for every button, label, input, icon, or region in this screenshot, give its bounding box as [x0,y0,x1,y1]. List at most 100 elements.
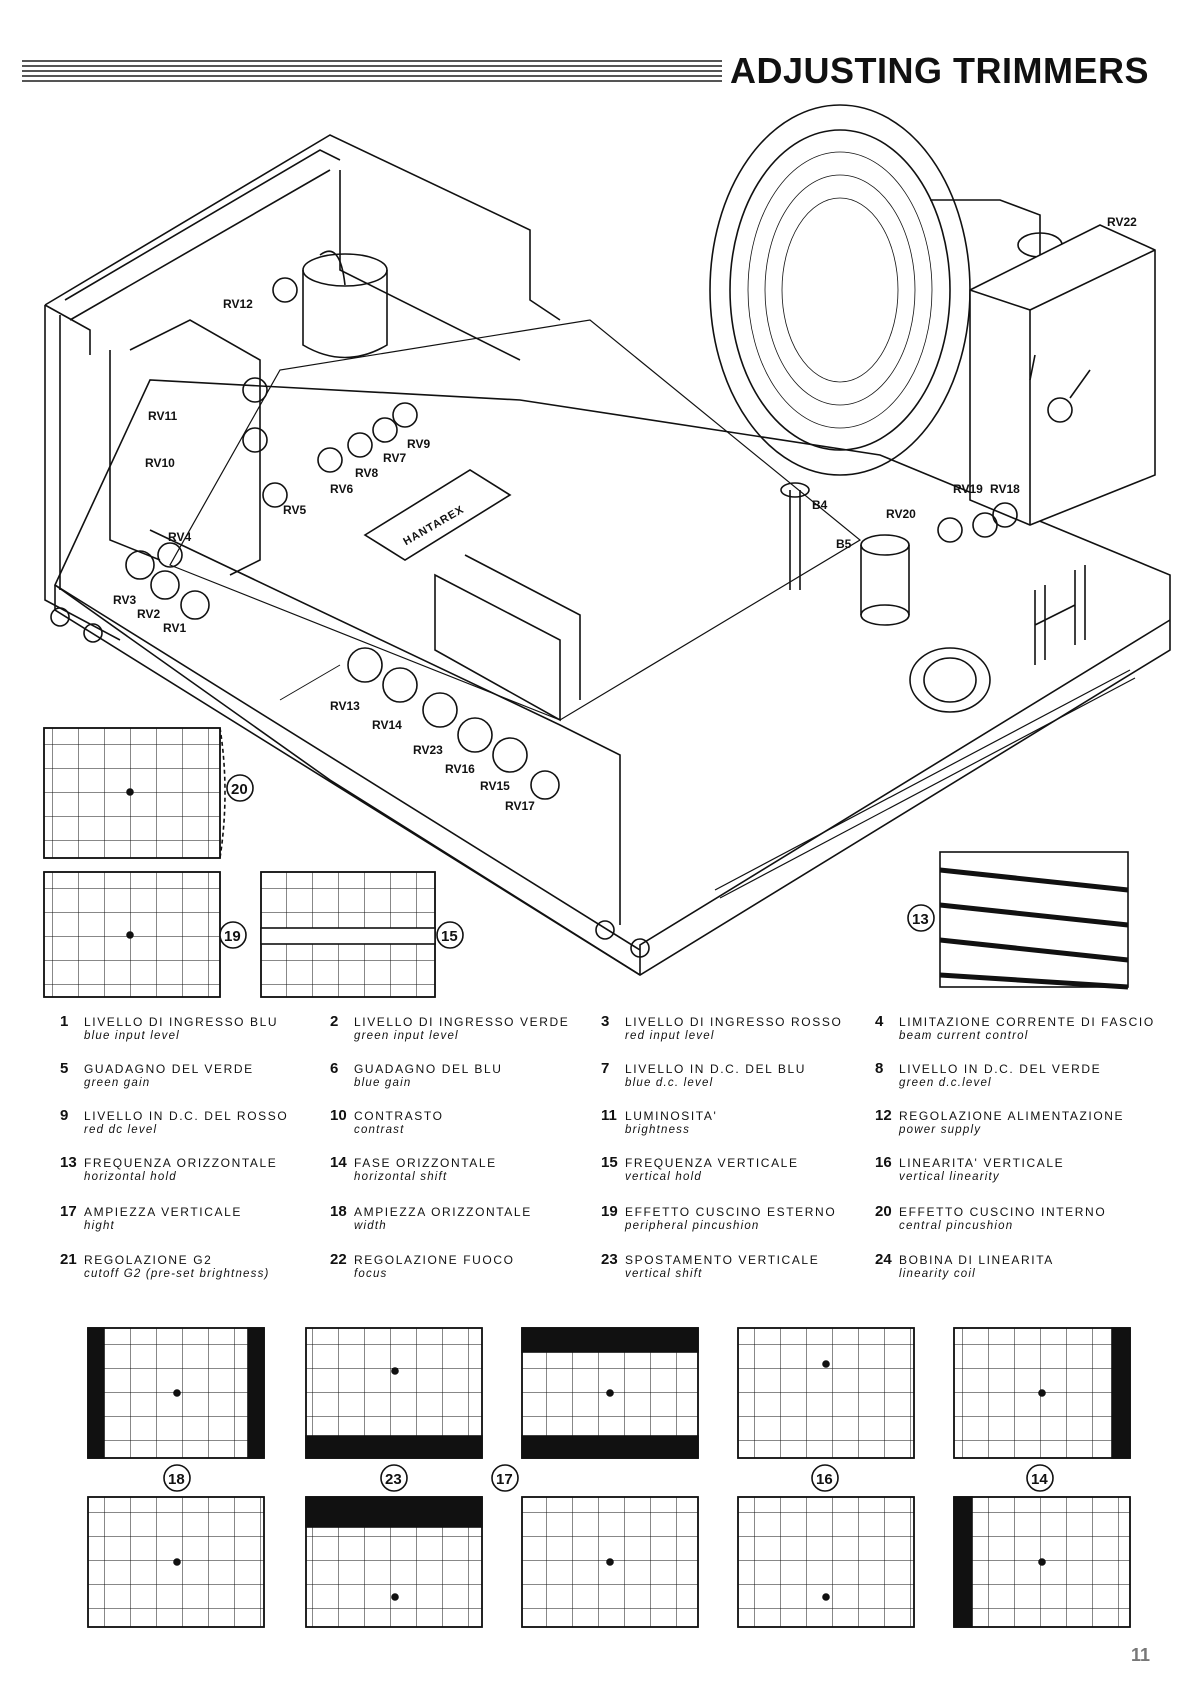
header-rule [22,60,722,86]
pattern-14-bottom [953,1496,1131,1628]
legend-english-label: brightness [625,1124,691,1136]
badge-14: 14 [1026,1464,1054,1492]
chassis-screws [50,607,650,958]
pattern-23-bottom [305,1496,483,1628]
legend-english-label: green d.c.level [899,1077,992,1089]
label-rv9: RV9 [407,437,430,451]
label-rv12: RV12 [223,297,253,311]
legend-english-label: green input level [354,1030,459,1042]
legend-number: 15 [601,1154,618,1171]
legend-italian-label: LIVELLO DI INGRESSO ROSSO [625,1015,843,1029]
legend-number: 7 [601,1060,610,1077]
flyback-transformer [302,250,388,359]
svg-text:19: 19 [224,928,241,945]
legend-english-label: vertical hold [625,1171,702,1183]
label-rv5: RV5 [283,503,306,517]
label-rv1: RV1 [163,621,186,635]
legend-number: 9 [60,1107,69,1124]
legend-italian-label: LIVELLO DI INGRESSO BLU [84,1015,279,1029]
svg-text:20: 20 [231,781,248,798]
legend-english-label: vertical shift [625,1268,703,1280]
legend-english-label: linearity coil [899,1268,976,1280]
label-rv17: RV17 [505,799,535,813]
legend-english-label: power supply [899,1124,982,1136]
trimmer-row-left [125,277,1018,620]
power-transistor [909,647,991,713]
legend-number: 23 [601,1251,618,1268]
pattern-18-top [87,1327,265,1459]
label-rv13: RV13 [330,699,360,713]
label-rv11: RV11 [148,409,177,423]
badge-13: 13 [907,904,935,932]
pattern-18-bottom [87,1496,265,1628]
svg-text:17: 17 [496,1471,513,1488]
legend-italian-label: FREQUENZA ORIZZONTALE [84,1156,278,1170]
chassis-side-frame [44,134,641,951]
label-rv4: RV4 [168,530,191,544]
legend-italian-label: FASE ORIZZONTALE [354,1156,497,1170]
legend-number: 8 [875,1060,884,1077]
legend-italian-label: EFFETTO CUSCINO INTERNO [899,1205,1107,1219]
legend-number: 5 [60,1060,69,1077]
legend-english-label: beam current control [899,1030,1029,1042]
legend-italian-label: AMPIEZZA ORIZZONTALE [354,1205,532,1219]
trimmer-row-front [347,647,560,800]
legend-number: 11 [601,1107,617,1124]
legend-english-label: cutoff G2 (pre-set brightness) [84,1268,270,1280]
label-rv23: RV23 [413,743,443,757]
label-rv10: RV10 [145,456,175,470]
badge-17: 17 [491,1464,519,1492]
legend-number: 14 [330,1154,347,1171]
legend-english-label: blue d.c. level [625,1077,714,1089]
label-rv18: RV18 [990,482,1020,496]
linearity-coil [780,482,910,626]
legend-number: 24 [875,1251,892,1268]
legend-number: 20 [875,1203,892,1220]
pattern-23-top [305,1327,483,1459]
heatsink [434,554,581,722]
chassis-base [53,379,1171,976]
legend-number: 6 [330,1060,339,1077]
legend-italian-label: GUADAGNO DEL VERDE [84,1062,254,1076]
legend-number: 13 [60,1154,77,1171]
legend-english-label: horizontal shift [354,1171,448,1183]
legend-italian-label: REGOLAZIONE G2 [84,1253,213,1267]
svg-text:13: 13 [912,911,929,928]
legend-italian-label: REGOLAZIONE ALIMENTAZIONE [899,1109,1125,1123]
legend-italian-label: GUADAGNO DEL BLU [354,1062,503,1076]
label-rv15: RV15 [480,779,510,793]
legend-number: 22 [330,1251,347,1268]
pattern-19 [43,871,221,998]
main-pcb [169,319,862,721]
legend-number: 1 [60,1013,69,1030]
pattern-13 [939,851,1129,990]
neck-board [969,224,1156,526]
svg-text:16: 16 [816,1471,833,1488]
legend-english-label: central pincushion [899,1220,1014,1232]
page-title: ADJUSTING TRIMMERS [730,50,1150,91]
legend-english-label: green gain [84,1077,151,1089]
label-rv3: RV3 [113,593,136,607]
legend-italian-label: BOBINA DI LINEARITA [899,1253,1054,1267]
badge-15: 15 [436,921,464,949]
legend-italian-label: LIVELLO IN D.C. DEL ROSSO [84,1109,289,1123]
label-rv20: RV20 [886,507,916,521]
label-rv22: RV22 [1107,215,1137,229]
label-rv8: RV8 [355,466,378,480]
legend-italian-label: LIVELLO IN D.C. DEL VERDE [899,1062,1102,1076]
legend-english-label: focus [354,1268,388,1280]
badge-16: 16 [811,1464,839,1492]
svg-text:23: 23 [385,1471,402,1488]
legend-english-label: vertical linearity [899,1171,1000,1183]
legend-italian-label: LUMINOSITA' [625,1109,718,1123]
legend-italian-label: SPOSTAMENTO VERTICALE [625,1253,820,1267]
badge-19: 19 [219,921,247,949]
label-rv19: RV19 [953,482,983,496]
label-b4: B4 [812,498,828,512]
legend-italian-label: EFFETTO CUSCINO ESTERNO [625,1205,837,1219]
legend-english-label: width [354,1220,387,1232]
legend-english-label: blue gain [354,1077,412,1089]
legend-number: 21 [60,1251,77,1268]
legend-english-label: peripheral pincushion [625,1220,760,1232]
